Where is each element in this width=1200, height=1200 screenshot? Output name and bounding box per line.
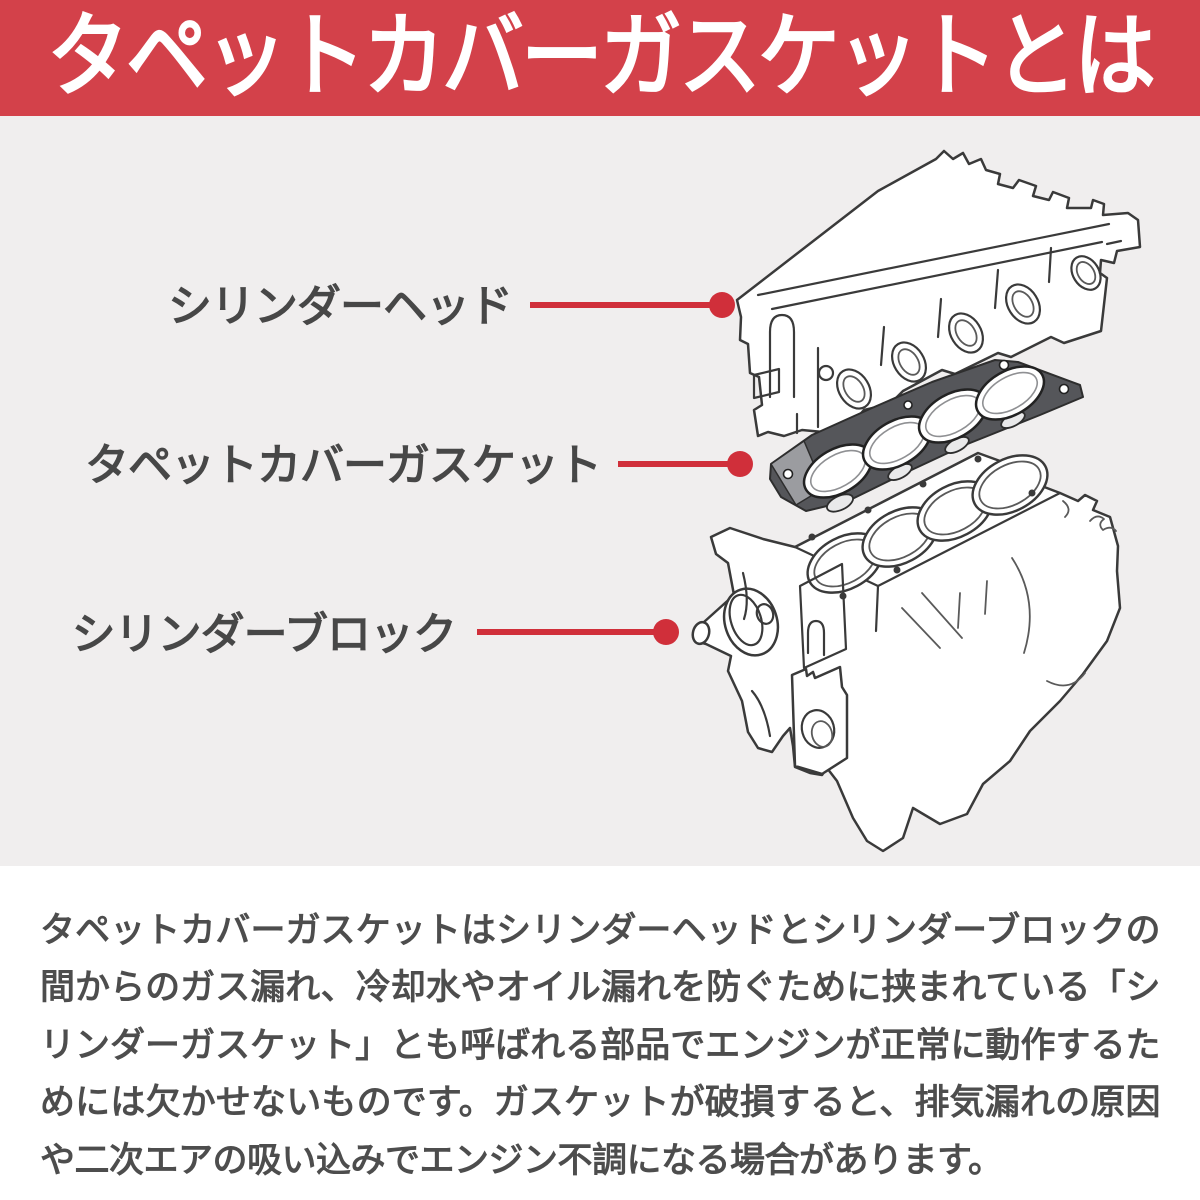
description-paragraph: タペットカバーガスケットはシリンダーヘッドとシリンダーブロックの間からのガス漏れ… — [40, 911, 1161, 1180]
engine-diagram-section: シリンダーヘッド タペットカバーガスケット シリンダーブロック — [0, 116, 1200, 866]
head-ports — [817, 255, 1102, 410]
label-cylinder-block: シリンダーブロック — [72, 609, 679, 659]
engine-exploded-diagram: シリンダーヘッド タペットカバーガスケット シリンダーブロック — [72, 149, 1142, 853]
block-cylinder-bores — [806, 454, 1049, 594]
title-banner: タペットカバーガスケットとは — [0, 0, 1200, 116]
page-title: タペットカバーガスケットとは — [46, 6, 1156, 109]
cylinder-head-drawing — [735, 149, 1142, 438]
cylinder-block-drawing — [691, 451, 1122, 853]
label-text-cylinder-head: シリンダーヘッド — [168, 282, 512, 331]
label-text-cylinder-block: シリンダーブロック — [72, 609, 456, 659]
label-cylinder-head: シリンダーヘッド — [168, 282, 735, 331]
leader-dot-cylinder-block — [653, 619, 679, 645]
label-tappet-cover-gasket: タペットカバーガスケット — [85, 441, 753, 490]
block-front-panel — [790, 665, 849, 776]
label-text-tappet-cover-gasket: タペットカバーガスケット — [85, 441, 601, 490]
leader-dot-tappet-cover-gasket — [727, 451, 753, 477]
head-gasket-drawing — [769, 359, 1084, 513]
block-side-boss — [691, 587, 780, 657]
leader-dot-cylinder-head — [709, 292, 735, 318]
gasket-cylinder-holes — [802, 365, 1046, 499]
description-section: タペットカバーガスケットはシリンダーヘッドとシリンダーブロックの間からのガス漏れ… — [0, 866, 1200, 1200]
